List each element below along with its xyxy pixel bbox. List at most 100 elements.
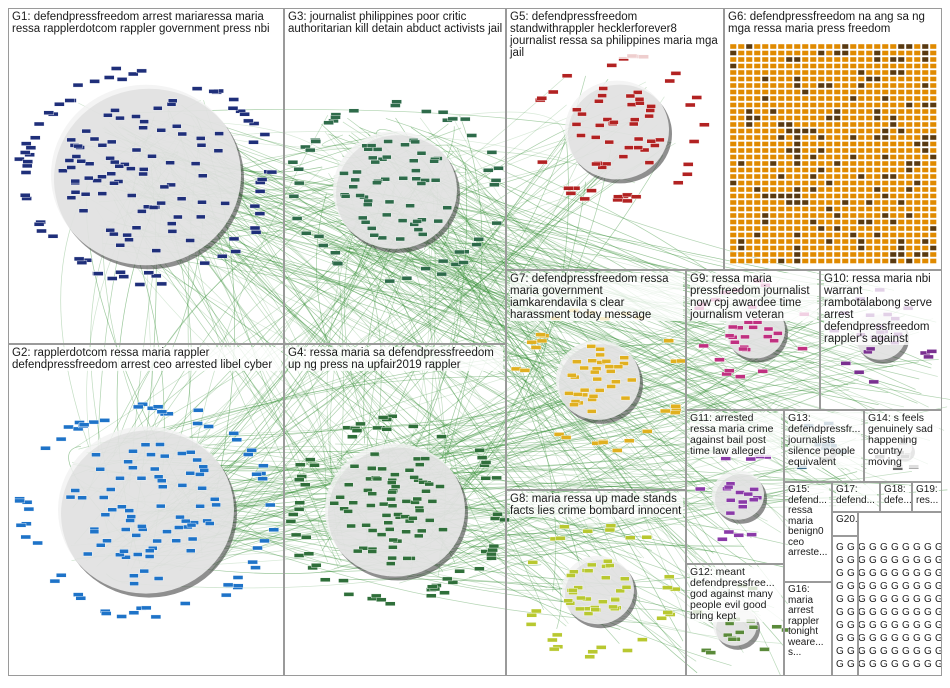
- node: [857, 82, 865, 89]
- node: [753, 43, 761, 50]
- node: [801, 160, 809, 167]
- node: [547, 637, 558, 643]
- node: [294, 500, 305, 505]
- node: [106, 487, 116, 492]
- node: [480, 476, 491, 481]
- node: [817, 154, 825, 160]
- node: [555, 536, 566, 541]
- node: [490, 178, 502, 183]
- node: [849, 115, 857, 121]
- node: [436, 434, 447, 439]
- node: [116, 77, 128, 82]
- node: [793, 50, 801, 56]
- node: [15, 523, 27, 528]
- node: [881, 108, 889, 115]
- edge: [447, 468, 489, 489]
- node: [729, 82, 737, 89]
- node: [785, 128, 793, 134]
- group-label-g12: G12: meant defendpressfree... god agains…: [690, 567, 781, 622]
- node: [248, 121, 260, 126]
- node: [801, 63, 809, 69]
- node: [476, 455, 488, 460]
- node: [801, 121, 809, 128]
- edge: [459, 325, 927, 561]
- node: [408, 516, 418, 521]
- node: [921, 102, 929, 108]
- node: [793, 173, 801, 180]
- node: [761, 134, 769, 141]
- group-label-g6: G6: defendpressfreedom na ang sa ng mga …: [728, 11, 939, 35]
- node: [921, 115, 929, 121]
- node: [492, 512, 503, 517]
- node: [627, 377, 637, 383]
- node: [55, 436, 67, 442]
- node: [413, 227, 424, 232]
- node: [746, 532, 757, 537]
- node: [40, 446, 51, 451]
- group-box-g1: G1: defendpressfreedom arrest mariaressa…: [8, 8, 284, 344]
- edge: [108, 247, 806, 329]
- node: [729, 69, 737, 76]
- node: [89, 529, 100, 534]
- node: [785, 102, 793, 108]
- node: [817, 167, 825, 173]
- node: [809, 167, 817, 173]
- node: [753, 154, 761, 160]
- node: [173, 214, 183, 220]
- edge: [75, 73, 570, 448]
- node: [466, 133, 477, 138]
- node: [857, 173, 865, 180]
- node: [913, 102, 921, 108]
- node: [64, 158, 75, 163]
- node: [177, 131, 188, 137]
- node: [825, 76, 833, 82]
- node: [929, 121, 937, 128]
- node: [841, 141, 849, 147]
- node: [211, 502, 221, 508]
- node: [561, 73, 573, 79]
- node: [97, 191, 108, 196]
- node: [833, 82, 841, 89]
- node: [737, 154, 745, 160]
- node: [865, 89, 873, 95]
- node: [106, 139, 117, 145]
- node: [769, 76, 777, 82]
- node: [268, 527, 279, 532]
- node: [23, 506, 35, 512]
- node: [193, 408, 204, 413]
- node: [737, 160, 745, 167]
- node: [103, 75, 115, 80]
- node: [857, 147, 865, 154]
- node: [474, 448, 485, 453]
- node: [905, 141, 913, 147]
- node: [753, 180, 761, 186]
- edge: [458, 235, 557, 592]
- node: [825, 121, 833, 128]
- node: [588, 394, 599, 399]
- node: [266, 169, 278, 175]
- node: [369, 232, 379, 238]
- node: [897, 160, 905, 167]
- node: [905, 63, 913, 69]
- node: [889, 121, 897, 128]
- node: [881, 154, 889, 160]
- node: [20, 150, 31, 155]
- edge: [109, 224, 564, 596]
- node: [897, 147, 905, 154]
- node: [491, 475, 502, 481]
- node: [849, 134, 857, 141]
- node: [889, 160, 897, 167]
- node: [737, 186, 745, 193]
- node: [921, 160, 929, 167]
- node: [809, 50, 817, 56]
- node: [825, 134, 833, 141]
- node: [572, 107, 582, 112]
- node: [124, 237, 134, 242]
- node: [388, 537, 398, 543]
- node: [753, 141, 761, 147]
- node: [905, 115, 913, 121]
- node: [156, 409, 168, 414]
- node: [889, 108, 897, 115]
- node: [881, 56, 889, 63]
- node: [89, 79, 100, 84]
